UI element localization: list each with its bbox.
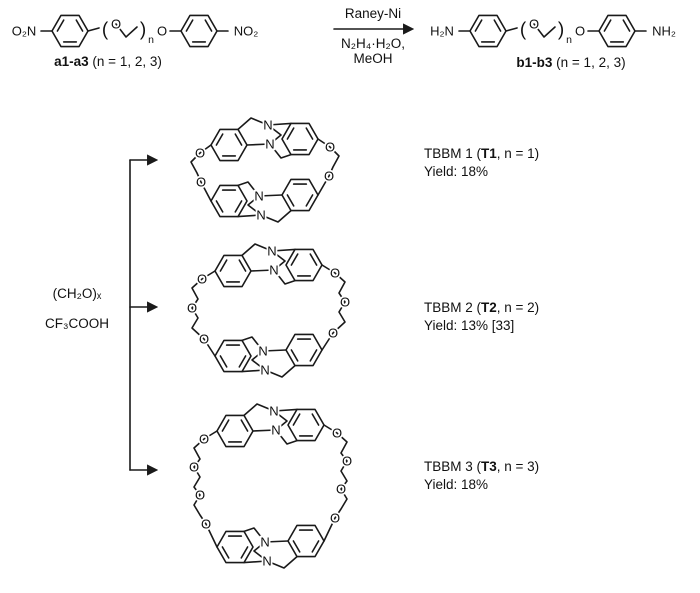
oxygen-atom-label: O [342,454,352,469]
tbbm2-name-suffix: , n = 2) [496,300,540,315]
tbbm2-code: T2 [481,300,497,315]
paren-close: ) [140,20,146,41]
tbbm2-yield: Yield: 13% [33] [424,318,515,333]
glycol-chain-right [323,424,348,542]
reactant-label-rest: (n = 1, 2, 3) [88,54,162,69]
nitro-group-label: NO₂ [234,24,259,39]
glycol-chain-left [191,270,216,357]
oxygen-atom-label: O [336,482,346,497]
oxygen-atom-label: O [197,272,207,287]
tbbm2-name-prefix: TBBM 2 ( [424,300,482,315]
macrocycle-tbbm1: O O O O [190,118,340,223]
amine-group-label: NH₂ [652,24,676,39]
tbbm1-code: T1 [481,146,497,161]
branch-arrows [129,154,159,476]
oxygen-atom-label: O [529,17,539,32]
oxygen-atom-label: O [196,175,206,190]
product-label-bold: b1-b3 [516,55,553,70]
amine-group-label: H₂N [430,24,454,39]
nitro-group-label: O₂N [12,24,37,39]
tbbm1-name-prefix: TBBM 1 ( [424,146,482,161]
oxygen-atom-label: O [199,332,209,347]
tbbm3-name-suffix: , n = 3) [496,459,540,474]
reactant-label-bold: a1-a3 [54,54,89,69]
glycol-chain-right [321,264,346,351]
condition-below-label-2: MeOH [353,51,393,66]
tbbm3-name-prefix: TBBM 3 ( [424,459,482,474]
paren-open: ( [102,20,109,41]
oxygen-atom-label: O [330,266,340,281]
condition-above-label: Raney-Ni [344,6,402,21]
paren-close: ) [558,20,564,41]
glycol-chain-left [190,144,212,202]
oxygen-atom-label: O [330,511,340,526]
oxygen-atom-label: O [189,460,199,475]
macrocycle-tbbm2: O O O O O O [185,244,352,378]
oxygen-atom-label: O [195,488,205,503]
tbbm1-name-suffix: , n = 1) [496,146,540,161]
tbbm1-name: TBBM 1 (T1, n = 1) [424,146,539,162]
oxygen-atom-label: O [575,24,585,39]
oxygen-atom-label: O [157,24,167,39]
dinitro-reactant-structure: O₂N ( O ) n O NO₂ [10,14,260,48]
oxygen-atom-label: O [328,326,338,341]
glycol-zigzag [533,23,556,38]
repeat-subscript-n: n [566,34,572,46]
condition-below-label-1: N₂H₄·H₂O, [341,36,405,51]
tbbm1-yield: Yield: 18% [424,164,489,179]
glycol-chain-right [317,138,340,196]
product-label: b1-b3 (n = 1, 2, 3) [516,55,625,71]
tbbm3-name: TBBM 3 (T3, n = 3) [424,459,539,475]
oxygen-atom-label: O [325,140,335,155]
tbbm3-code: T3 [481,459,497,474]
branch-reagent-label-2: CF₃COOH [45,316,109,331]
oxygen-atom-label: O [201,517,211,532]
product-label-rest: (n = 1, 2, 3) [552,55,626,70]
oxygen-atom-label: O [111,17,121,32]
oxygen-atom-label: O [324,169,334,184]
macrocycle-tbbm3: O O O O O O O O [187,404,354,569]
tbbm2-name: TBBM 2 (T2, n = 2) [424,300,539,316]
reactant-label: a1-a3 (n = 1, 2, 3) [54,54,162,70]
glycol-zigzag [115,23,138,38]
tbbm3-yield: Yield: 18% [424,477,489,492]
branch-reagent-label-1: (CH₂O)ₓ [52,286,102,301]
oxygen-atom-label: O [199,432,209,447]
bond [87,27,100,32]
oxygen-atom-label: O [332,426,342,441]
oxygen-atom-label: O [195,146,205,161]
repeat-subscript-n: n [148,34,154,46]
diamine-product-structure: H₂N ( O ) n O NH₂ [428,14,678,48]
bond [505,27,518,32]
oxygen-atom-label: O [340,295,350,310]
paren-open: ( [520,20,527,41]
glycol-chain-left [193,430,218,548]
oxygen-atom-label: O [187,301,197,316]
